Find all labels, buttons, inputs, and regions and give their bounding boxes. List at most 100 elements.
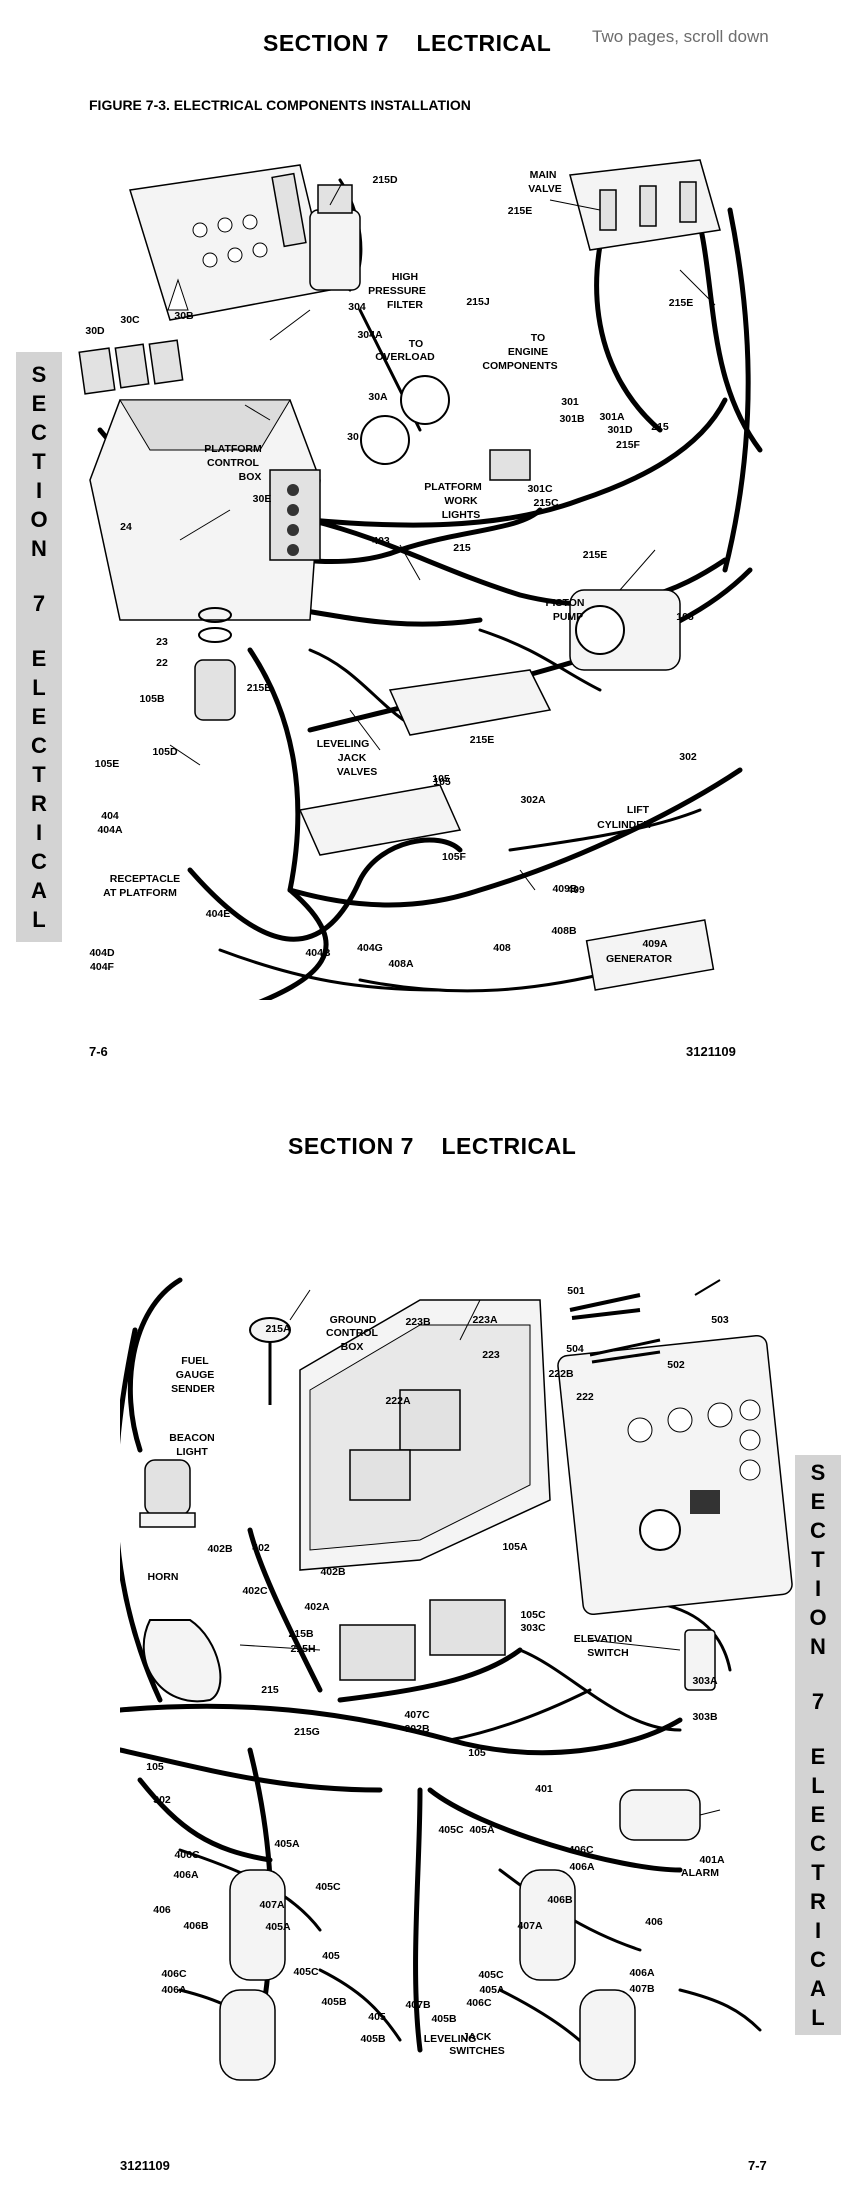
diagram1-callout-label: TO <box>531 332 545 344</box>
diagram2-callout-label: 105C <box>520 1609 546 1621</box>
diagram1-callout-label: 215E <box>583 549 608 561</box>
diagram1-callout-label: 105 <box>433 776 451 788</box>
diagram1-callout-label: 301D <box>607 424 633 436</box>
diagram2-callout-label: 407B <box>629 1983 655 1995</box>
diagram1-callout-label: 304A <box>357 329 383 341</box>
page2-section-title: SECTION 7 LECTRICAL <box>288 1133 577 1159</box>
diagram2-callout-label: 406 <box>153 1904 171 1916</box>
diagram2-callout-label: 405B <box>360 2033 386 2045</box>
diagram2-callout-label: 215H <box>290 1643 315 1655</box>
diagram1-callout-label: RECEPTACLE <box>110 873 180 885</box>
diagram2-callout-label: 405 <box>368 2011 386 2023</box>
diagram1-callout-label: 30D <box>85 325 105 337</box>
diagram2-callout-label: GROUND <box>330 1314 377 1326</box>
page2-tab-letter: 7 <box>811 1689 825 1714</box>
diagram2-callout-label: 402B <box>320 1566 346 1578</box>
page2-tab-letter: C <box>810 1947 826 1972</box>
diagram1-callout-label: 404G <box>357 942 383 954</box>
page1-number-right: 3121109 <box>686 1044 736 1059</box>
diagram1-callout-label: GENERATOR <box>606 953 673 965</box>
diagram1-callout-label: 105D <box>152 746 178 758</box>
diagram1-callout-label: 105B <box>139 693 165 705</box>
diagram2-callout-label: 502 <box>667 1359 685 1371</box>
diagram1-callout-label: LIFT <box>627 804 650 816</box>
page1-tab-letter: S <box>31 362 47 387</box>
page1-tab-letter: I <box>35 820 43 845</box>
diagram2-callout-label: 406 <box>645 1916 663 1928</box>
diagram1-callout-label: LIGHTS <box>442 509 481 521</box>
page1-section-title: SECTION 7 LECTRICAL <box>263 30 552 56</box>
diagram2-callout-label: 215G <box>294 1726 320 1738</box>
diagram2-callout-label: 222B <box>548 1368 574 1380</box>
diagram1-callout-label: 404F <box>90 961 115 973</box>
page2-tab-letter: T <box>811 1860 825 1885</box>
diagram2-callout-label: 303B <box>692 1711 718 1723</box>
diagram1-callout-label: 409A <box>642 938 668 950</box>
diagram1-callout-label: 22 <box>156 657 168 669</box>
diagram1-callout-label: 302 <box>679 751 697 763</box>
diagram2-callout-label: ALARM <box>681 1867 719 1879</box>
diagram2-callout-label: 405A <box>265 1921 291 1933</box>
diagram1-callout-label: 215J <box>466 296 490 308</box>
diagram2-callout-label: BEACON <box>169 1432 215 1444</box>
diagram2-callout-label: 405C <box>438 1824 464 1836</box>
electrical-components-diagram-2 <box>120 1277 793 2081</box>
page2-tab-letter: E <box>810 1744 826 1769</box>
diagram2-callout-label: LEVELING <box>424 2033 477 2045</box>
diagram1-callout-label: MAIN <box>530 169 557 181</box>
diagram2-callout-label: 401 <box>535 1783 553 1795</box>
diagram2-callout-label: 223 <box>482 1349 500 1361</box>
diagram2-callout-label: BOX <box>341 1341 364 1353</box>
diagram1-callout-label: OVERLOAD <box>375 351 435 363</box>
diagram1-callout-label: PLATFORM <box>424 481 482 493</box>
page1-tab-letter: L <box>32 675 46 700</box>
diagram1-callout-label: PUMP <box>553 611 583 623</box>
page2-tab-letter: S <box>810 1460 826 1485</box>
diagram2-callout-label: 407B <box>405 1999 431 2011</box>
diagram2-callout-label: 222 <box>576 1391 594 1403</box>
diagram1-callout-label: 403 <box>372 535 390 547</box>
diagram2-callout-label: 406C <box>161 1968 187 1980</box>
diagram1-callout-label: 302A <box>520 794 546 806</box>
diagram2-callout-label: 302 <box>153 1794 171 1806</box>
diagram2-callout-label: 407A <box>259 1899 285 1911</box>
diagram2-callout-label: 105 <box>468 1747 486 1759</box>
diagram1-callout-label: 215E <box>247 682 272 694</box>
page1-tab-letter: C <box>31 733 47 758</box>
diagram1-callout-label: 404D <box>89 947 115 959</box>
diagram2-callout-label: 406A <box>629 1967 655 1979</box>
diagram1-callout-label: 301B <box>559 413 585 425</box>
diagram1-callout-label: 30B <box>174 310 194 322</box>
diagram2-callout-label: 406B <box>183 1920 209 1932</box>
diagram1-callout-label: 215F <box>616 439 641 451</box>
diagram1-callout-label: 404E <box>206 908 231 920</box>
page1-tab-letter: O <box>30 507 48 532</box>
page2-tab-letter: L <box>811 2005 825 2030</box>
diagram2-callout-label: 407C <box>404 1709 430 1721</box>
page2-tab-letter: E <box>810 1489 826 1514</box>
diagram2-callout-label: JACK <box>463 2031 492 2043</box>
diagram2-callout-label: 504 <box>566 1343 584 1355</box>
diagram1-callout-label: HIGH <box>392 271 418 283</box>
diagram1-callout-label: PLATFORM <box>204 443 262 455</box>
diagram2-callout-label: 405A <box>274 1838 300 1850</box>
diagram1-callout-label: 304 <box>348 301 366 313</box>
diagram2-callout-label: ELEVATION <box>574 1633 633 1645</box>
diagram2-callout-label: 302B <box>404 1723 430 1735</box>
diagram2-callout-label: 303C <box>520 1622 546 1634</box>
diagram2-callout-label: 215B <box>288 1628 314 1640</box>
figure-title: FIGURE 7-3. ELECTRICAL COMPONENTS INSTAL… <box>89 97 471 113</box>
diagram2-callout-label: GAUGE <box>176 1369 215 1381</box>
diagram2-callout-label: 402A <box>304 1601 330 1613</box>
diagram2-callout-label: 406A <box>173 1869 199 1881</box>
diagram1-callout-label: 404B <box>305 947 331 959</box>
diagram2-callout-label: 405C <box>315 1881 341 1893</box>
diagram1-callout-label: 215E <box>470 734 495 746</box>
diagram2-callout-label: 105 <box>146 1761 164 1773</box>
diagram1-callout-label: WORK <box>444 495 478 507</box>
diagram1-callout-label: PRESSURE <box>368 285 426 297</box>
diagram1-callout-label: 105 <box>676 611 694 623</box>
diagram2-callout-label: 405A <box>479 1984 505 1996</box>
